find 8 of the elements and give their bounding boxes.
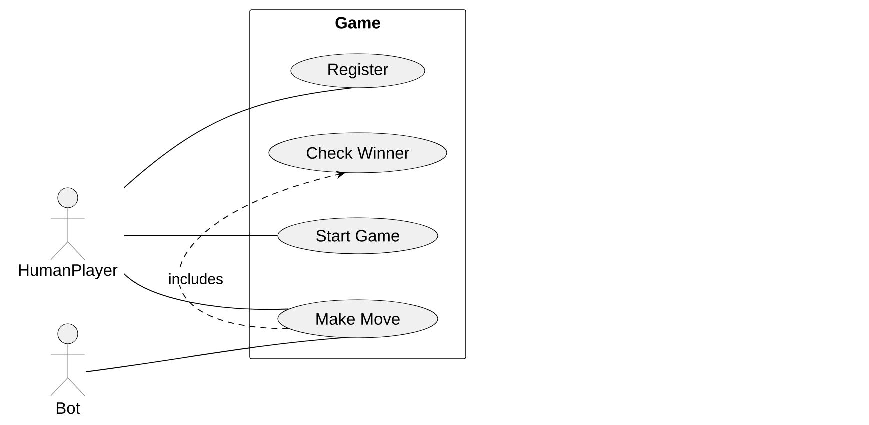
connector-line	[124, 274, 290, 310]
node-label: Bot	[56, 402, 80, 414]
actor-figure: Bot	[50, 324, 86, 414]
connector-line	[124, 88, 352, 188]
edge-label: includes	[168, 272, 225, 286]
connector-line	[86, 338, 344, 372]
node-label: HumanPlayer	[19, 264, 118, 280]
actor-figure: HumanPlayer	[19, 188, 118, 280]
